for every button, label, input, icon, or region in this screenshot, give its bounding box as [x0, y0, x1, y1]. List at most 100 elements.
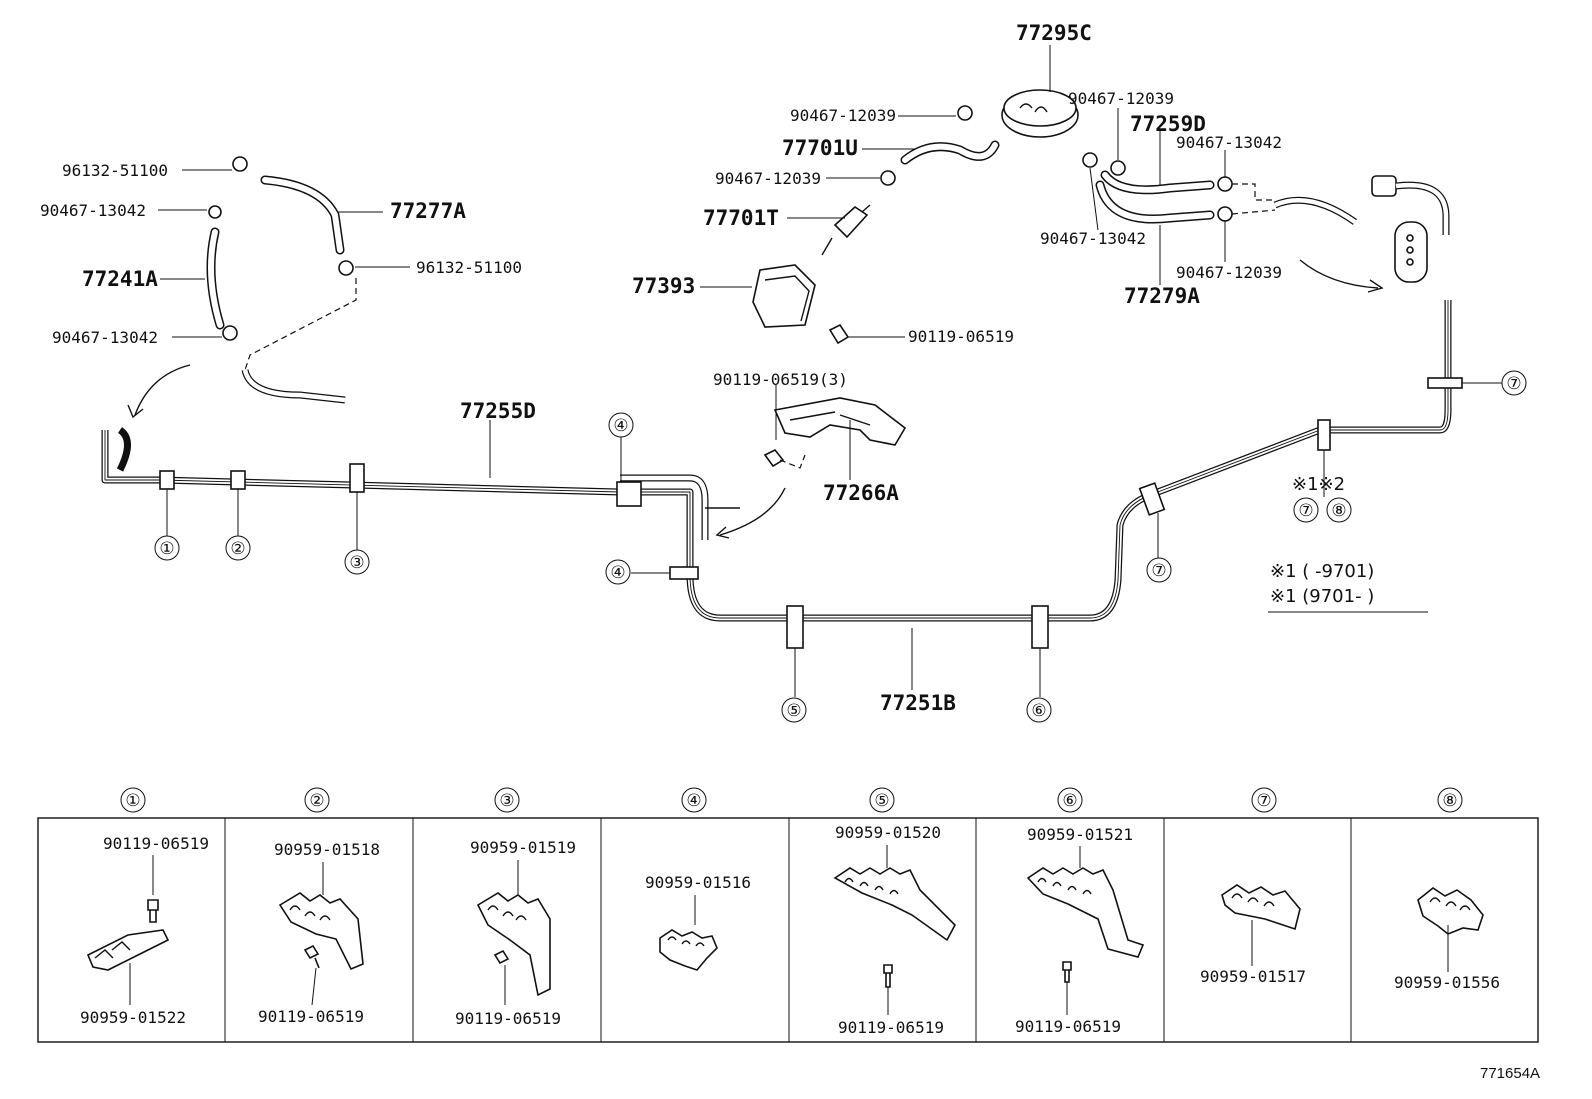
clamp-ref: ⑦ — [1293, 497, 1319, 523]
clamp-7c — [1427, 377, 1463, 389]
panel-header: ④ — [681, 787, 707, 813]
panel-label: 90119-06519 — [258, 1007, 364, 1026]
callout-label: 77701T — [703, 206, 779, 230]
star-note-marker: ※1※2 — [1292, 474, 1345, 495]
clamp-ref: ⑦ — [1501, 370, 1527, 396]
svg-text:⑧: ⑧ — [1442, 791, 1457, 811]
detail-panel-5: 90959-01520 90119-06519 — [833, 823, 956, 1037]
svg-text:⑧: ⑧ — [1331, 501, 1346, 521]
callout-label: 90119-06519(3) — [713, 370, 848, 389]
note-line-2: ※1 (9701- ) — [1270, 586, 1374, 607]
callout-label: 90467-13042 — [52, 328, 158, 347]
callout-label: 96132-51100 — [416, 258, 522, 277]
svg-text:②: ② — [309, 791, 324, 811]
panel-label: 90959-01522 — [80, 1008, 186, 1027]
panel-label: 90959-01521 — [1027, 825, 1133, 844]
clamp-2 — [230, 470, 246, 490]
note-line-1: ※1 ( -9701) — [1270, 561, 1374, 582]
panel-label: 90119-06519 — [455, 1009, 561, 1028]
clamp-ref: ③ — [344, 549, 370, 575]
clamp-7b — [1317, 419, 1331, 451]
detail-panel-8: 90959-01556 — [1394, 887, 1500, 992]
filler-hose-assembly — [127, 156, 410, 419]
callout-label: 90467-12039 — [1068, 89, 1174, 108]
clamp-3 — [349, 463, 365, 493]
callout-label: 90467-13042 — [1176, 133, 1282, 152]
panel-label: 90959-01556 — [1394, 973, 1500, 992]
callout-label: 77701U — [782, 136, 858, 160]
panel-label: 90959-01517 — [1200, 967, 1306, 986]
panel-label: 90959-01520 — [835, 823, 941, 842]
detail-panel-3: 90959-01519 90119-06519 — [455, 838, 576, 1028]
detail-panel-2: 90959-01518 90119-06519 — [258, 840, 380, 1026]
panel-header: ③ — [494, 787, 520, 813]
part-callouts: 77295C 90467-12039 90467-12039 77259D 90… — [40, 21, 1282, 715]
callout-label: 90467-13042 — [40, 201, 146, 220]
callout-label: 90119-06519 — [908, 327, 1014, 346]
clamp-7a — [1138, 482, 1166, 516]
panel-label: 90119-06519 — [103, 834, 209, 853]
clamp-ref: ② — [225, 535, 251, 561]
valve-77701t — [787, 204, 871, 256]
clamp-4b — [669, 566, 699, 580]
clamp-1 — [159, 470, 175, 490]
main-fuel-lines — [101, 300, 1502, 697]
clamp-ref: ⑦ — [1146, 557, 1172, 583]
callout-label: 96132-51100 — [62, 161, 168, 180]
cushion-77295c — [1001, 45, 1079, 138]
callout-label: 77279A — [1124, 284, 1200, 308]
callout-label: 77295C — [1016, 21, 1092, 45]
bracket-77266a — [763, 385, 907, 480]
callout-label: 77393 — [632, 274, 695, 298]
svg-text:①: ① — [159, 539, 174, 559]
callout-label: 77255D — [460, 399, 536, 423]
svg-text:⑦: ⑦ — [1256, 791, 1271, 811]
svg-text:③: ③ — [349, 553, 364, 573]
callout-label: 77266A — [823, 481, 899, 505]
clamp-ref: ⑥ — [1026, 697, 1052, 723]
bolt — [828, 323, 905, 345]
hose-clamp — [826, 105, 973, 186]
clamp-ref: ④ — [608, 412, 634, 438]
panel-header: ⑤ — [869, 787, 895, 813]
panel-header: ① — [120, 787, 146, 813]
clamp-ref: ⑤ — [781, 697, 807, 723]
detail-panel-6: 90959-01521 90119-06519 — [1015, 825, 1145, 1036]
svg-text:③: ③ — [499, 791, 514, 811]
svg-text:⑥: ⑥ — [1062, 791, 1077, 811]
callout-label: 90467-13042 — [1040, 229, 1146, 248]
svg-text:①: ① — [125, 791, 140, 811]
clamp-ref: ⑧ — [1326, 497, 1352, 523]
clamp-4a — [616, 481, 642, 507]
detail-panel-7: 90959-01517 — [1200, 884, 1306, 986]
applicability-notes: ※1 ( -9701) ※1 (9701- ) — [1268, 561, 1428, 613]
tank-fitting — [1371, 175, 1450, 283]
clamp-references: ① ② ③ ④ ④ ⑤ ⑥ ⑦ ⑦ ⑦ ⑧ ※1※2 — [154, 370, 1527, 723]
panel-label: 90119-06519 — [1015, 1017, 1121, 1036]
svg-text:②: ② — [230, 539, 245, 559]
panel-label: 90959-01519 — [470, 838, 576, 857]
panel-label: 90959-01516 — [645, 873, 751, 892]
panel-header: ⑧ — [1437, 787, 1463, 813]
svg-text:④: ④ — [610, 563, 625, 583]
svg-text:④: ④ — [613, 416, 628, 436]
panel-header: ⑦ — [1251, 787, 1277, 813]
panel-label: 90119-06519 — [838, 1018, 944, 1037]
panel-header: ② — [304, 787, 330, 813]
callout-label: 90467-12039 — [1176, 263, 1282, 282]
callout-label: 90467-12039 — [790, 106, 896, 125]
canister-assembly — [700, 45, 1450, 345]
drawing-id: 771654A — [1480, 1065, 1540, 1082]
svg-text:⑤: ⑤ — [874, 791, 889, 811]
callout-label: 77277A — [390, 199, 466, 223]
callout-label: 77241A — [82, 267, 158, 291]
detail-panel-1: 90119-06519 90959-01522 — [80, 834, 209, 1027]
clamp-ref: ④ — [605, 559, 631, 585]
detail-panel-4: 90959-01516 — [645, 873, 751, 971]
callout-label: 77251B — [880, 691, 956, 715]
panel-label: 90959-01518 — [274, 840, 380, 859]
callout-label: 77259D — [1130, 112, 1206, 136]
svg-text:⑥: ⑥ — [1031, 701, 1046, 721]
clamp-5 — [786, 605, 804, 649]
